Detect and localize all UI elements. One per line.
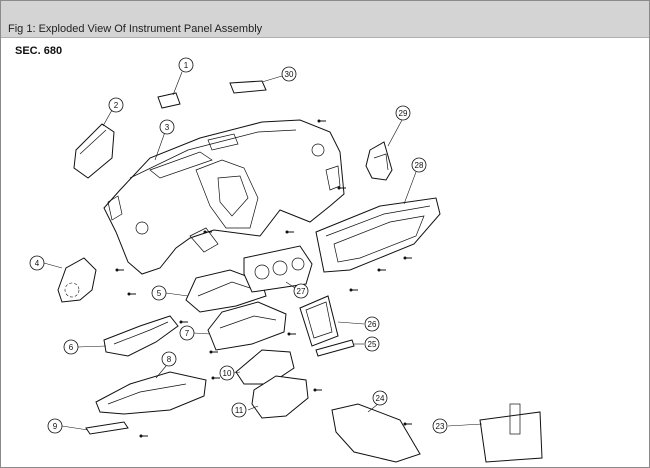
svg-text:26: 26 xyxy=(368,320,377,329)
svg-text:5: 5 xyxy=(157,289,162,298)
svg-text:9: 9 xyxy=(53,422,58,431)
section-label: SEC. 680 xyxy=(15,45,63,57)
callout-28: 28 xyxy=(411,157,427,173)
callout-9: 9 xyxy=(47,418,63,434)
svg-text:28: 28 xyxy=(415,161,424,170)
svg-text:8: 8 xyxy=(167,355,172,364)
callout-10: 10 xyxy=(219,365,235,381)
part-6 xyxy=(77,315,179,357)
part-4 xyxy=(43,257,97,303)
callout-25: 25 xyxy=(364,336,380,352)
callout-24: 24 xyxy=(372,390,388,406)
callout-30: 30 xyxy=(281,66,297,82)
callout-3: 3 xyxy=(159,119,175,135)
part-7 xyxy=(193,301,287,351)
part-8 xyxy=(95,365,207,415)
svg-text:1: 1 xyxy=(184,61,189,70)
callout-5: 5 xyxy=(151,285,167,301)
svg-text:24: 24 xyxy=(376,394,385,403)
part-9 xyxy=(61,421,129,435)
part-26 xyxy=(299,295,365,347)
caption-bar: Fig 1: Exploded View Of Instrument Panel… xyxy=(1,1,649,38)
part-30 xyxy=(229,75,283,94)
svg-text:30: 30 xyxy=(285,70,294,79)
callout-8: 8 xyxy=(161,351,177,367)
part-25 xyxy=(315,339,364,357)
svg-text:3: 3 xyxy=(165,123,170,132)
part-24 xyxy=(331,403,421,463)
svg-text:11: 11 xyxy=(235,406,244,415)
part-27-climate-control xyxy=(243,245,313,293)
callout-1: 1 xyxy=(178,57,194,73)
part-28-glove-box xyxy=(315,171,441,273)
screw-fasteners xyxy=(115,119,412,438)
callout-4: 4 xyxy=(29,255,45,271)
callout-2: 2 xyxy=(108,97,124,113)
callout-27: 27 xyxy=(293,283,309,299)
svg-text:10: 10 xyxy=(223,369,232,378)
callout-6: 6 xyxy=(63,339,79,355)
svg-text:29: 29 xyxy=(399,109,408,118)
callout-7: 7 xyxy=(179,325,195,341)
svg-text:23: 23 xyxy=(436,422,445,431)
svg-text:7: 7 xyxy=(185,329,190,338)
part-11 xyxy=(247,375,309,419)
callout-23: 23 xyxy=(432,418,448,434)
part-29 xyxy=(365,119,403,181)
part-23 xyxy=(447,403,543,463)
svg-text:2: 2 xyxy=(114,101,119,110)
part-1 xyxy=(157,71,183,109)
part-2 xyxy=(73,109,115,179)
callout-29: 29 xyxy=(395,105,411,121)
callout-26: 26 xyxy=(364,316,380,332)
svg-text:4: 4 xyxy=(35,259,40,268)
figure-caption: Fig 1: Exploded View Of Instrument Panel… xyxy=(8,23,263,35)
callout-11: 11 xyxy=(231,402,247,418)
part-10 xyxy=(233,349,295,385)
part-3-instrument-panel xyxy=(103,119,345,275)
svg-text:6: 6 xyxy=(69,343,74,352)
svg-text:25: 25 xyxy=(368,340,377,349)
svg-text:27: 27 xyxy=(297,287,306,296)
